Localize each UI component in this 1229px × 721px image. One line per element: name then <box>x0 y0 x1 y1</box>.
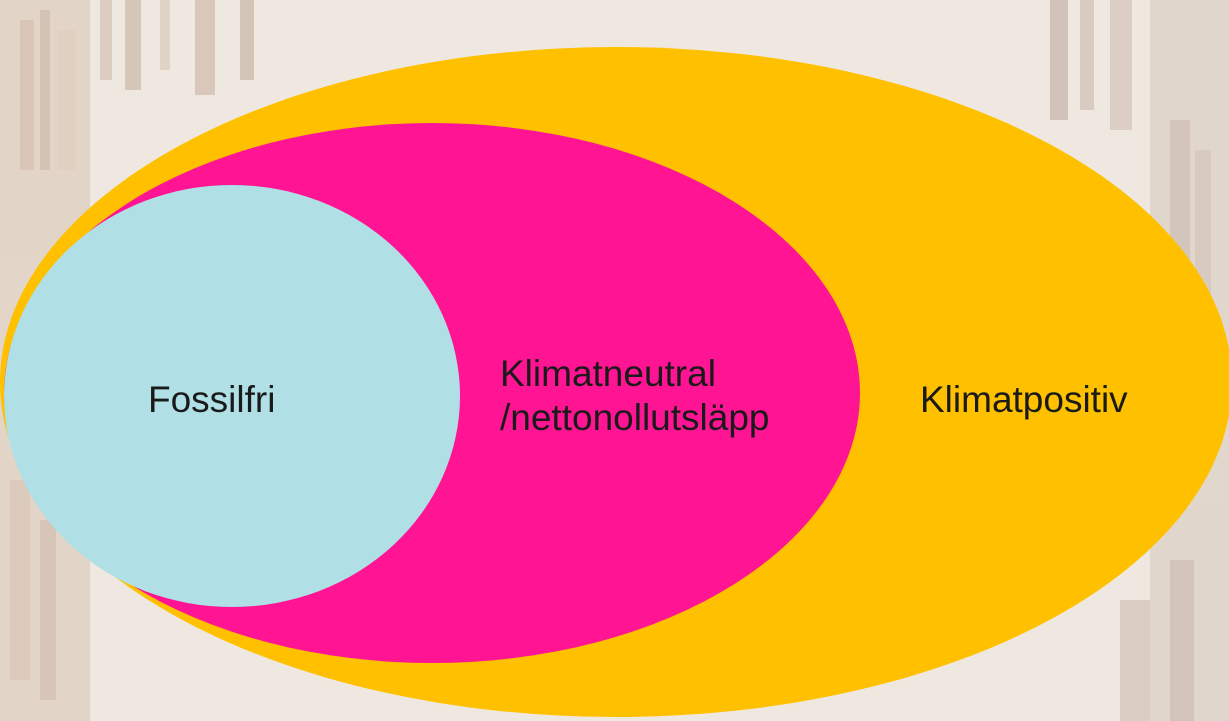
klimatpositiv-label: Klimatpositiv <box>920 379 1128 420</box>
klimatneutral-label-line2: /nettonollutsläpp <box>500 397 770 438</box>
fossilfri-ellipse <box>4 185 460 607</box>
fossilfri-label: Fossilfri <box>148 379 276 420</box>
klimatneutral-label-line1: Klimatneutral <box>500 353 716 394</box>
klimatneutral-label: Klimatneutral /nettonollutsläpp <box>500 352 769 440</box>
